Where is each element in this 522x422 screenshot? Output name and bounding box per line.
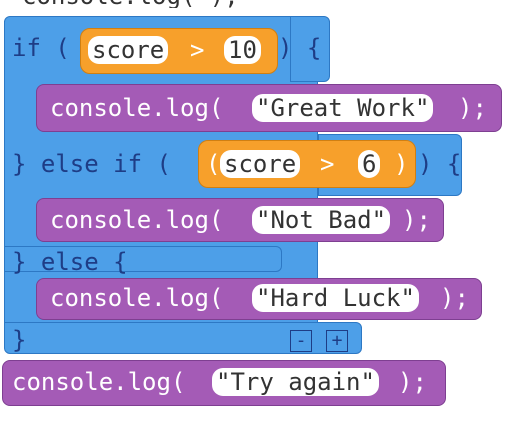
previous-block-fragment: console.log("); xyxy=(0,0,270,8)
if-block-header-extension xyxy=(290,16,330,82)
previous-block-text: console.log("); xyxy=(22,0,239,8)
log-not-bad-prefix: console.log( xyxy=(50,206,224,234)
number-6[interactable]: 6 xyxy=(358,150,381,178)
log-hard-luck-prefix: console.log( xyxy=(50,284,224,312)
operator-gt: > xyxy=(190,36,205,64)
cond2-close-paren: ) xyxy=(394,150,409,178)
else-header-extension xyxy=(4,246,282,272)
variable-score[interactable]: score xyxy=(88,36,169,64)
string-hard-luck[interactable]: "Hard Luck" xyxy=(252,284,419,312)
elseif-close-paren: ) { xyxy=(418,150,462,178)
remove-branch-button[interactable]: - xyxy=(290,330,312,352)
elseif-keyword: } else if ( xyxy=(12,150,171,178)
log-try-again-prefix: console.log( xyxy=(12,368,186,396)
cond2-open-paren: ( xyxy=(206,150,221,178)
log-hard-luck-suffix: ); xyxy=(440,284,469,312)
if-keyword: if ( xyxy=(12,34,70,62)
string-not-bad[interactable]: "Not Bad" xyxy=(252,206,391,234)
string-great-work[interactable]: "Great Work" xyxy=(252,94,434,122)
number-10[interactable]: 10 xyxy=(224,36,261,64)
else-keyword: } else { xyxy=(12,248,128,276)
variable-score[interactable]: score xyxy=(220,150,301,178)
log-not-bad-suffix: ); xyxy=(402,206,431,234)
log-great-work-prefix: console.log( xyxy=(50,94,224,122)
log-try-again-suffix: ); xyxy=(398,368,427,396)
add-branch-button[interactable]: + xyxy=(326,330,348,352)
log-great-work-suffix: ); xyxy=(458,94,487,122)
if-close-paren: ) { xyxy=(278,34,322,62)
string-try-again[interactable]: "Try again" xyxy=(212,368,379,396)
operator-gt: > xyxy=(320,150,335,178)
end-brace: } xyxy=(12,326,27,354)
